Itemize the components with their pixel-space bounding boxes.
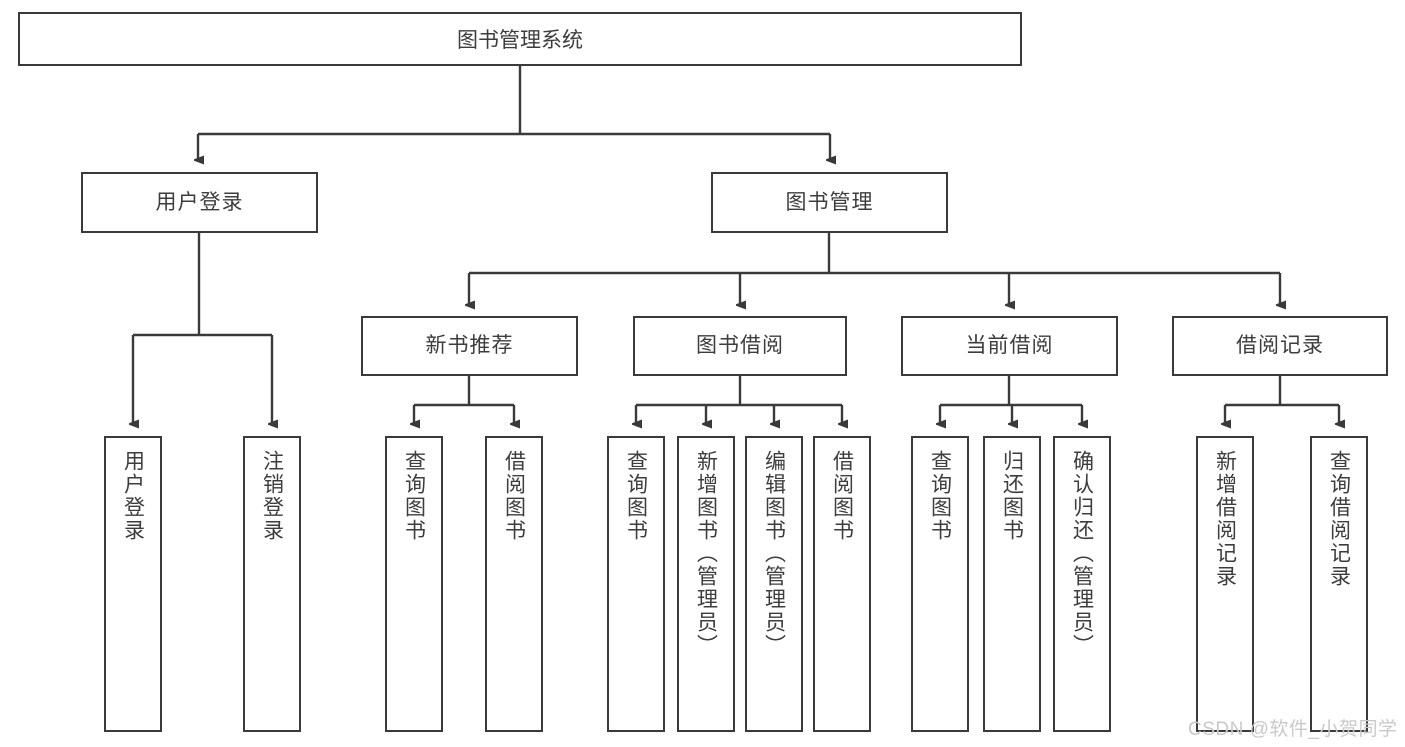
- node-label: 图书管理: [785, 190, 874, 214]
- node-label: 查询图书: [928, 450, 952, 542]
- node-label: 图书借阅: [696, 334, 784, 358]
- node-label: 图书管理系统: [457, 29, 583, 52]
- node-book-borrow[interactable]: 图书借阅: [633, 316, 847, 376]
- node-borrow-record[interactable]: 借阅记录: [1172, 316, 1388, 376]
- node-label: 借阅记录: [1236, 334, 1324, 358]
- node-label: 借阅图书: [502, 450, 526, 542]
- node-label: 新增图书（管理员）: [694, 450, 718, 657]
- node-label: 查询借阅记录: [1327, 450, 1351, 588]
- leaf-confirm-return-admin[interactable]: 确认归还（管理员）: [1053, 436, 1111, 732]
- leaf-query-book-borrow[interactable]: 查询图书: [607, 436, 665, 732]
- leaf-query-book-recommend[interactable]: 查询图书: [385, 436, 443, 732]
- node-label: 新书推荐: [425, 334, 514, 358]
- node-label: 借阅图书: [830, 450, 854, 542]
- leaf-query-book-current[interactable]: 查询图书: [911, 436, 969, 732]
- leaf-logout[interactable]: 注销登录: [243, 436, 301, 732]
- leaf-borrow-book-recommend[interactable]: 借阅图书: [485, 436, 543, 732]
- node-label: 注销登录: [260, 450, 284, 542]
- node-label: 用户登录: [121, 450, 145, 542]
- node-label: 确认归还（管理员）: [1070, 450, 1094, 657]
- leaf-query-borrow-record[interactable]: 查询借阅记录: [1310, 436, 1368, 732]
- node-root-system[interactable]: 图书管理系统: [18, 12, 1022, 66]
- leaf-edit-book-admin[interactable]: 编辑图书（管理员）: [745, 436, 803, 732]
- node-label: 编辑图书（管理员）: [762, 450, 786, 657]
- node-label: 当前借阅: [965, 334, 1054, 358]
- leaf-add-borrow-record[interactable]: 新增借阅记录: [1196, 436, 1254, 732]
- csdn-watermark: CSDN @软件_小贺同学: [1188, 719, 1398, 740]
- leaf-add-book-admin[interactable]: 新增图书（管理员）: [677, 436, 735, 732]
- leaf-return-book[interactable]: 归还图书: [983, 436, 1041, 732]
- leaf-borrow-book[interactable]: 借阅图书: [813, 436, 871, 732]
- node-label: 用户登录: [155, 190, 244, 214]
- node-label: 归还图书: [1000, 450, 1024, 542]
- node-label: 查询图书: [402, 450, 426, 542]
- node-label: 新增借阅记录: [1213, 450, 1237, 588]
- node-user-login[interactable]: 用户登录: [81, 172, 318, 233]
- node-current-borrow[interactable]: 当前借阅: [901, 316, 1118, 376]
- node-new-book-recommend[interactable]: 新书推荐: [361, 316, 578, 376]
- node-label: 查询图书: [624, 450, 648, 542]
- leaf-user-login[interactable]: 用户登录: [104, 436, 162, 732]
- node-book-management[interactable]: 图书管理: [711, 172, 948, 233]
